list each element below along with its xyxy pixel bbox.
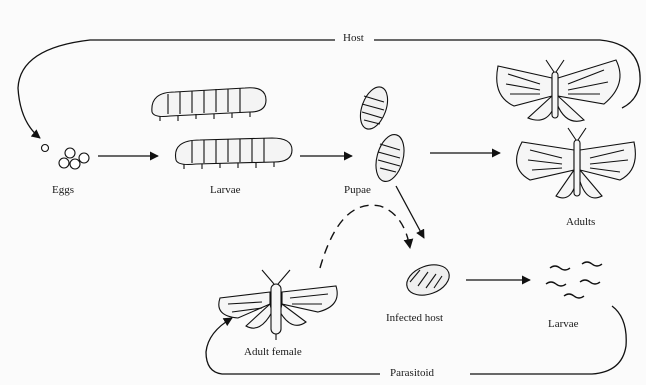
label-larvae-parasitoid: Larvae bbox=[548, 318, 579, 330]
eggs-illustration bbox=[42, 145, 90, 170]
dashed-arrow-parasitism bbox=[320, 205, 410, 268]
label-host: Host bbox=[340, 32, 367, 44]
adult-moth-bottom-icon bbox=[517, 128, 636, 198]
host-cycle-arrow bbox=[18, 40, 335, 138]
label-pupae: Pupae bbox=[344, 184, 371, 196]
infected-host-illustration bbox=[403, 259, 454, 300]
label-infected-host: Infected host bbox=[386, 312, 443, 324]
parasitoid-larvae-illustration bbox=[546, 262, 602, 298]
pupae-illustration bbox=[355, 83, 409, 184]
label-parasitoid: Parasitoid bbox=[386, 367, 438, 379]
label-eggs: Eggs bbox=[52, 184, 74, 196]
adult-moth-top-icon bbox=[497, 60, 620, 121]
label-larvae-host: Larvae bbox=[210, 184, 241, 196]
larva-top-icon bbox=[152, 88, 266, 121]
label-adults: Adults bbox=[566, 216, 595, 228]
label-adult-female: Adult female bbox=[244, 346, 302, 358]
parasitoid-cycle-line-right bbox=[470, 306, 626, 374]
larva-bottom-icon bbox=[176, 138, 293, 169]
adult-female-wasp-icon bbox=[219, 270, 337, 340]
arrow-pupae-to-infected-host bbox=[396, 186, 424, 238]
